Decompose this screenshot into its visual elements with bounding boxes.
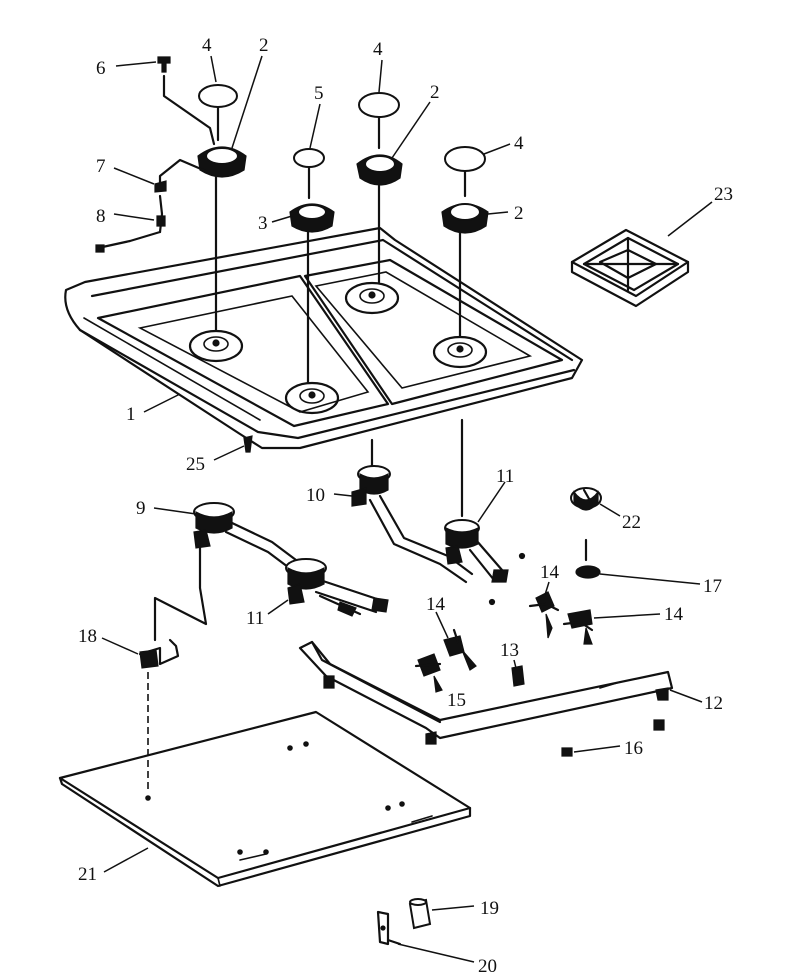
callout-16: 16	[624, 738, 643, 759]
callout-18: 18	[78, 626, 97, 647]
callout-14: 14	[426, 594, 446, 615]
callout-6: 6	[96, 58, 106, 79]
part-19-and-20	[376, 898, 432, 946]
callout-11: 11	[246, 608, 264, 629]
callout-2: 2	[259, 35, 269, 56]
part-screw-clip-electrode	[95, 56, 216, 253]
callout-5: 5	[314, 83, 324, 104]
part-grate	[570, 228, 690, 308]
leader-lines	[101, 55, 713, 963]
part-knob-and-ring	[570, 487, 602, 579]
callout-2: 2	[430, 82, 440, 103]
part-manifold	[298, 552, 674, 745]
callout-4: 4	[514, 133, 524, 154]
callout-3: 3	[258, 213, 268, 234]
callout-2: 2	[514, 203, 524, 224]
callout-1: 1	[126, 404, 136, 425]
callout-11: 11	[496, 466, 514, 487]
callout-4: 4	[202, 35, 212, 56]
callout-13: 13	[500, 640, 519, 661]
callout-7: 7	[96, 156, 106, 177]
part-bottom-panel	[58, 710, 472, 888]
callout-23: 23	[714, 184, 733, 205]
callout-9: 9	[136, 498, 146, 519]
callout-10: 10	[306, 485, 325, 506]
part-13-fitting	[511, 665, 525, 687]
callout-19: 19	[480, 898, 499, 919]
callout-22: 22	[622, 512, 641, 533]
part-left-burner-tube	[193, 502, 389, 617]
part-bracket	[138, 638, 180, 669]
callout-17: 17	[703, 576, 722, 597]
callout-21: 21	[78, 864, 97, 885]
callout-labels: 1 2 2 2 3 4 4 4 5 6 7 8 9 10 11 11 12 13…	[78, 35, 733, 977]
callout-14: 14	[540, 562, 560, 583]
part-main-top	[64, 226, 584, 453]
callout-8: 8	[96, 206, 106, 227]
assembly-guide-lines	[147, 106, 588, 792]
part-16-screws	[561, 719, 665, 757]
part-gas-valves	[414, 591, 594, 693]
callout-4: 4	[373, 39, 383, 60]
callout-15: 15	[447, 690, 466, 711]
part-right-burner-tube	[351, 465, 509, 584]
callout-20: 20	[478, 956, 497, 977]
callout-14: 14	[664, 604, 684, 625]
callout-25: 25	[186, 454, 205, 475]
callout-12: 12	[704, 693, 723, 714]
part-burner-heads	[197, 146, 489, 234]
